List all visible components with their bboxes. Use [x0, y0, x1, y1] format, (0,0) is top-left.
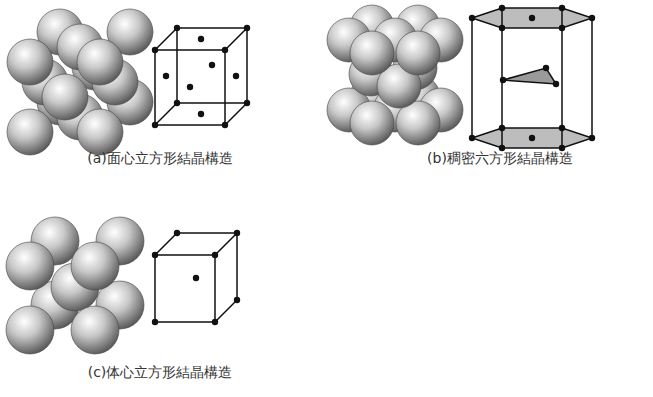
atom-sphere: [77, 109, 123, 155]
figure-caption: (b)稠密六方形結晶構造: [427, 150, 573, 168]
atom-sphere: [7, 109, 53, 155]
atom-sphere: [350, 101, 394, 145]
atom-sphere: [77, 39, 123, 85]
sphere-models: [6, 5, 463, 354]
atom-sphere: [6, 242, 54, 290]
atom-sphere: [7, 39, 53, 85]
atom-sphere: [6, 306, 54, 354]
atom-sphere: [396, 31, 440, 75]
fcc-atoms: [152, 25, 250, 128]
fcc-unit-cell: [155, 28, 247, 125]
atom-sphere: [71, 242, 119, 290]
atom-sphere: [42, 74, 88, 120]
bcc-atoms: [152, 230, 240, 325]
hcp-unit-cell: [472, 8, 592, 148]
atom-sphere: [350, 31, 394, 75]
caption-slot: (c)体心立方形結晶構造: [88, 364, 233, 382]
hcp-atoms: [469, 5, 595, 151]
figure-caption: (c)体心立方形結晶構造: [88, 364, 233, 382]
bcc-unit-cell: [155, 233, 237, 322]
figure-caption: (a)面心立方形結晶構造: [87, 150, 233, 168]
caption-slot: (b)稠密六方形結晶構造: [427, 150, 573, 168]
caption-slot: (a)面心立方形結晶構造: [87, 150, 233, 168]
atom-sphere: [71, 306, 119, 354]
